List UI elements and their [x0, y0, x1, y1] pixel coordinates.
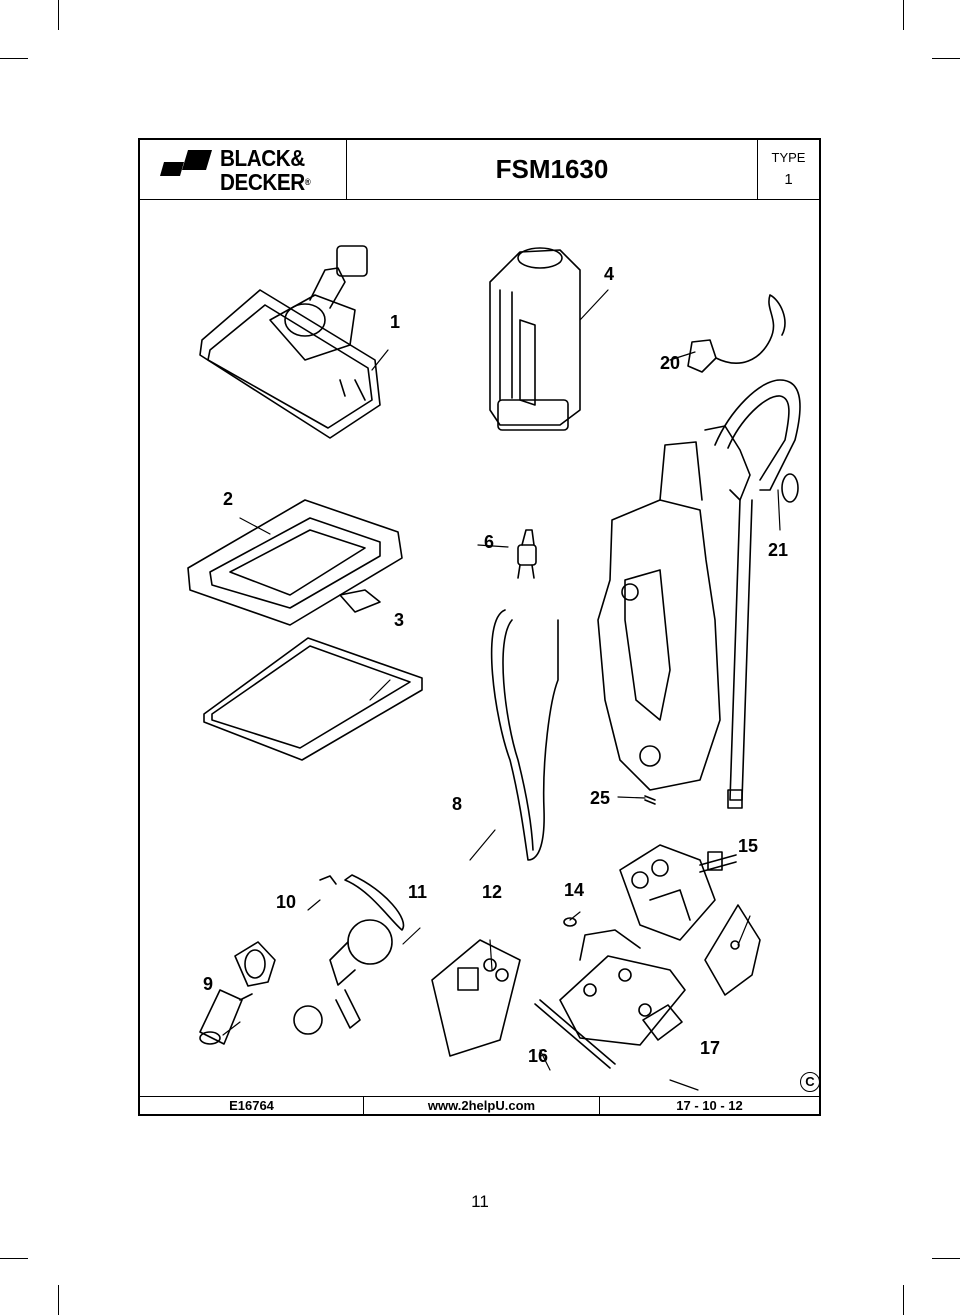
- heater-rod-part: [534, 999, 616, 1069]
- callout-21: 21: [768, 540, 789, 560]
- handle-stick-part: [704, 379, 801, 809]
- crop-mark: [58, 1285, 59, 1315]
- callout-11: 11: [408, 882, 428, 902]
- callout-4: 4: [604, 264, 615, 284]
- pump-part: [293, 919, 393, 1035]
- callout-2: 2: [223, 489, 234, 509]
- drawing-number: E16764: [140, 1097, 364, 1115]
- crop-mark: [903, 1285, 904, 1315]
- pump-belt-part: [344, 874, 405, 931]
- callout-10: 10: [276, 892, 297, 912]
- callout-14: 14: [564, 880, 585, 900]
- page-number: 11: [471, 1192, 489, 1211]
- water-tank-part: [489, 247, 581, 431]
- bracket-part: [704, 904, 761, 996]
- callout-25: 25: [590, 788, 611, 808]
- screw-part: [644, 795, 656, 805]
- thermostat-part: [642, 1004, 683, 1041]
- crop-mark: [903, 0, 904, 30]
- crop-mark: [58, 0, 59, 30]
- callout-16: 16: [528, 1046, 549, 1066]
- website-link[interactable]: www.2helpU.com: [364, 1097, 600, 1115]
- registered-mark: ®: [304, 177, 311, 187]
- callout-15: 15: [738, 836, 759, 856]
- mop-pad-part: [203, 637, 423, 761]
- hexagon-logo-icon: [160, 150, 212, 176]
- heater-base-part: [559, 929, 686, 1046]
- main-body-housing-part: [597, 441, 721, 791]
- callout-9: 9: [203, 974, 214, 994]
- motor-part: [199, 989, 253, 1045]
- type-label: TYPE: [771, 150, 806, 165]
- callout-17: 17: [700, 1038, 721, 1058]
- motor-bracket-part: [234, 941, 276, 987]
- switch-cable-part: [687, 294, 786, 373]
- type-value: 1: [784, 171, 793, 188]
- crop-mark: [0, 58, 28, 59]
- callout-3: 3: [394, 610, 405, 630]
- crop-mark: [932, 58, 960, 59]
- brand-wordmark: BLACK& DECKER®: [220, 145, 311, 195]
- callout-6: 6: [484, 532, 495, 552]
- crop-mark: [0, 1258, 28, 1259]
- leader-lines: [222, 289, 781, 1091]
- callout-20: 20: [660, 353, 681, 373]
- parts-sheet: BLACK& DECKER® FSM1630 TYPE 1: [138, 138, 821, 1116]
- crop-mark: [932, 1258, 960, 1259]
- heater-cover-part: [619, 844, 716, 941]
- copyright-icon: C: [800, 1072, 820, 1092]
- issue-date: 17 - 10 - 12: [676, 1098, 743, 1113]
- footer-bar: E16764 www.2helpU.com 17 - 10 - 12: [140, 1096, 819, 1115]
- exploded-parts-drawing: [187, 245, 801, 1091]
- o-ring-part: [563, 917, 577, 927]
- type-box: TYPE 1: [757, 140, 819, 200]
- brand-line-1: BLACK&: [220, 145, 305, 171]
- valve-part: [517, 529, 537, 579]
- spring-part: [319, 875, 337, 885]
- floor-head-part: [199, 245, 381, 439]
- control-board-part: [431, 939, 521, 1057]
- callout-8: 8: [452, 794, 463, 814]
- model-number: FSM1630: [347, 140, 757, 200]
- connector-part: [699, 851, 737, 873]
- brand-line-2: DECKER: [220, 169, 305, 195]
- body-seal-part: [490, 609, 559, 861]
- carpet-glider-frame-part: [187, 499, 403, 626]
- brand-logo: BLACK& DECKER®: [140, 140, 347, 200]
- callout-1: 1: [390, 312, 401, 332]
- callout-12: 12: [482, 882, 503, 902]
